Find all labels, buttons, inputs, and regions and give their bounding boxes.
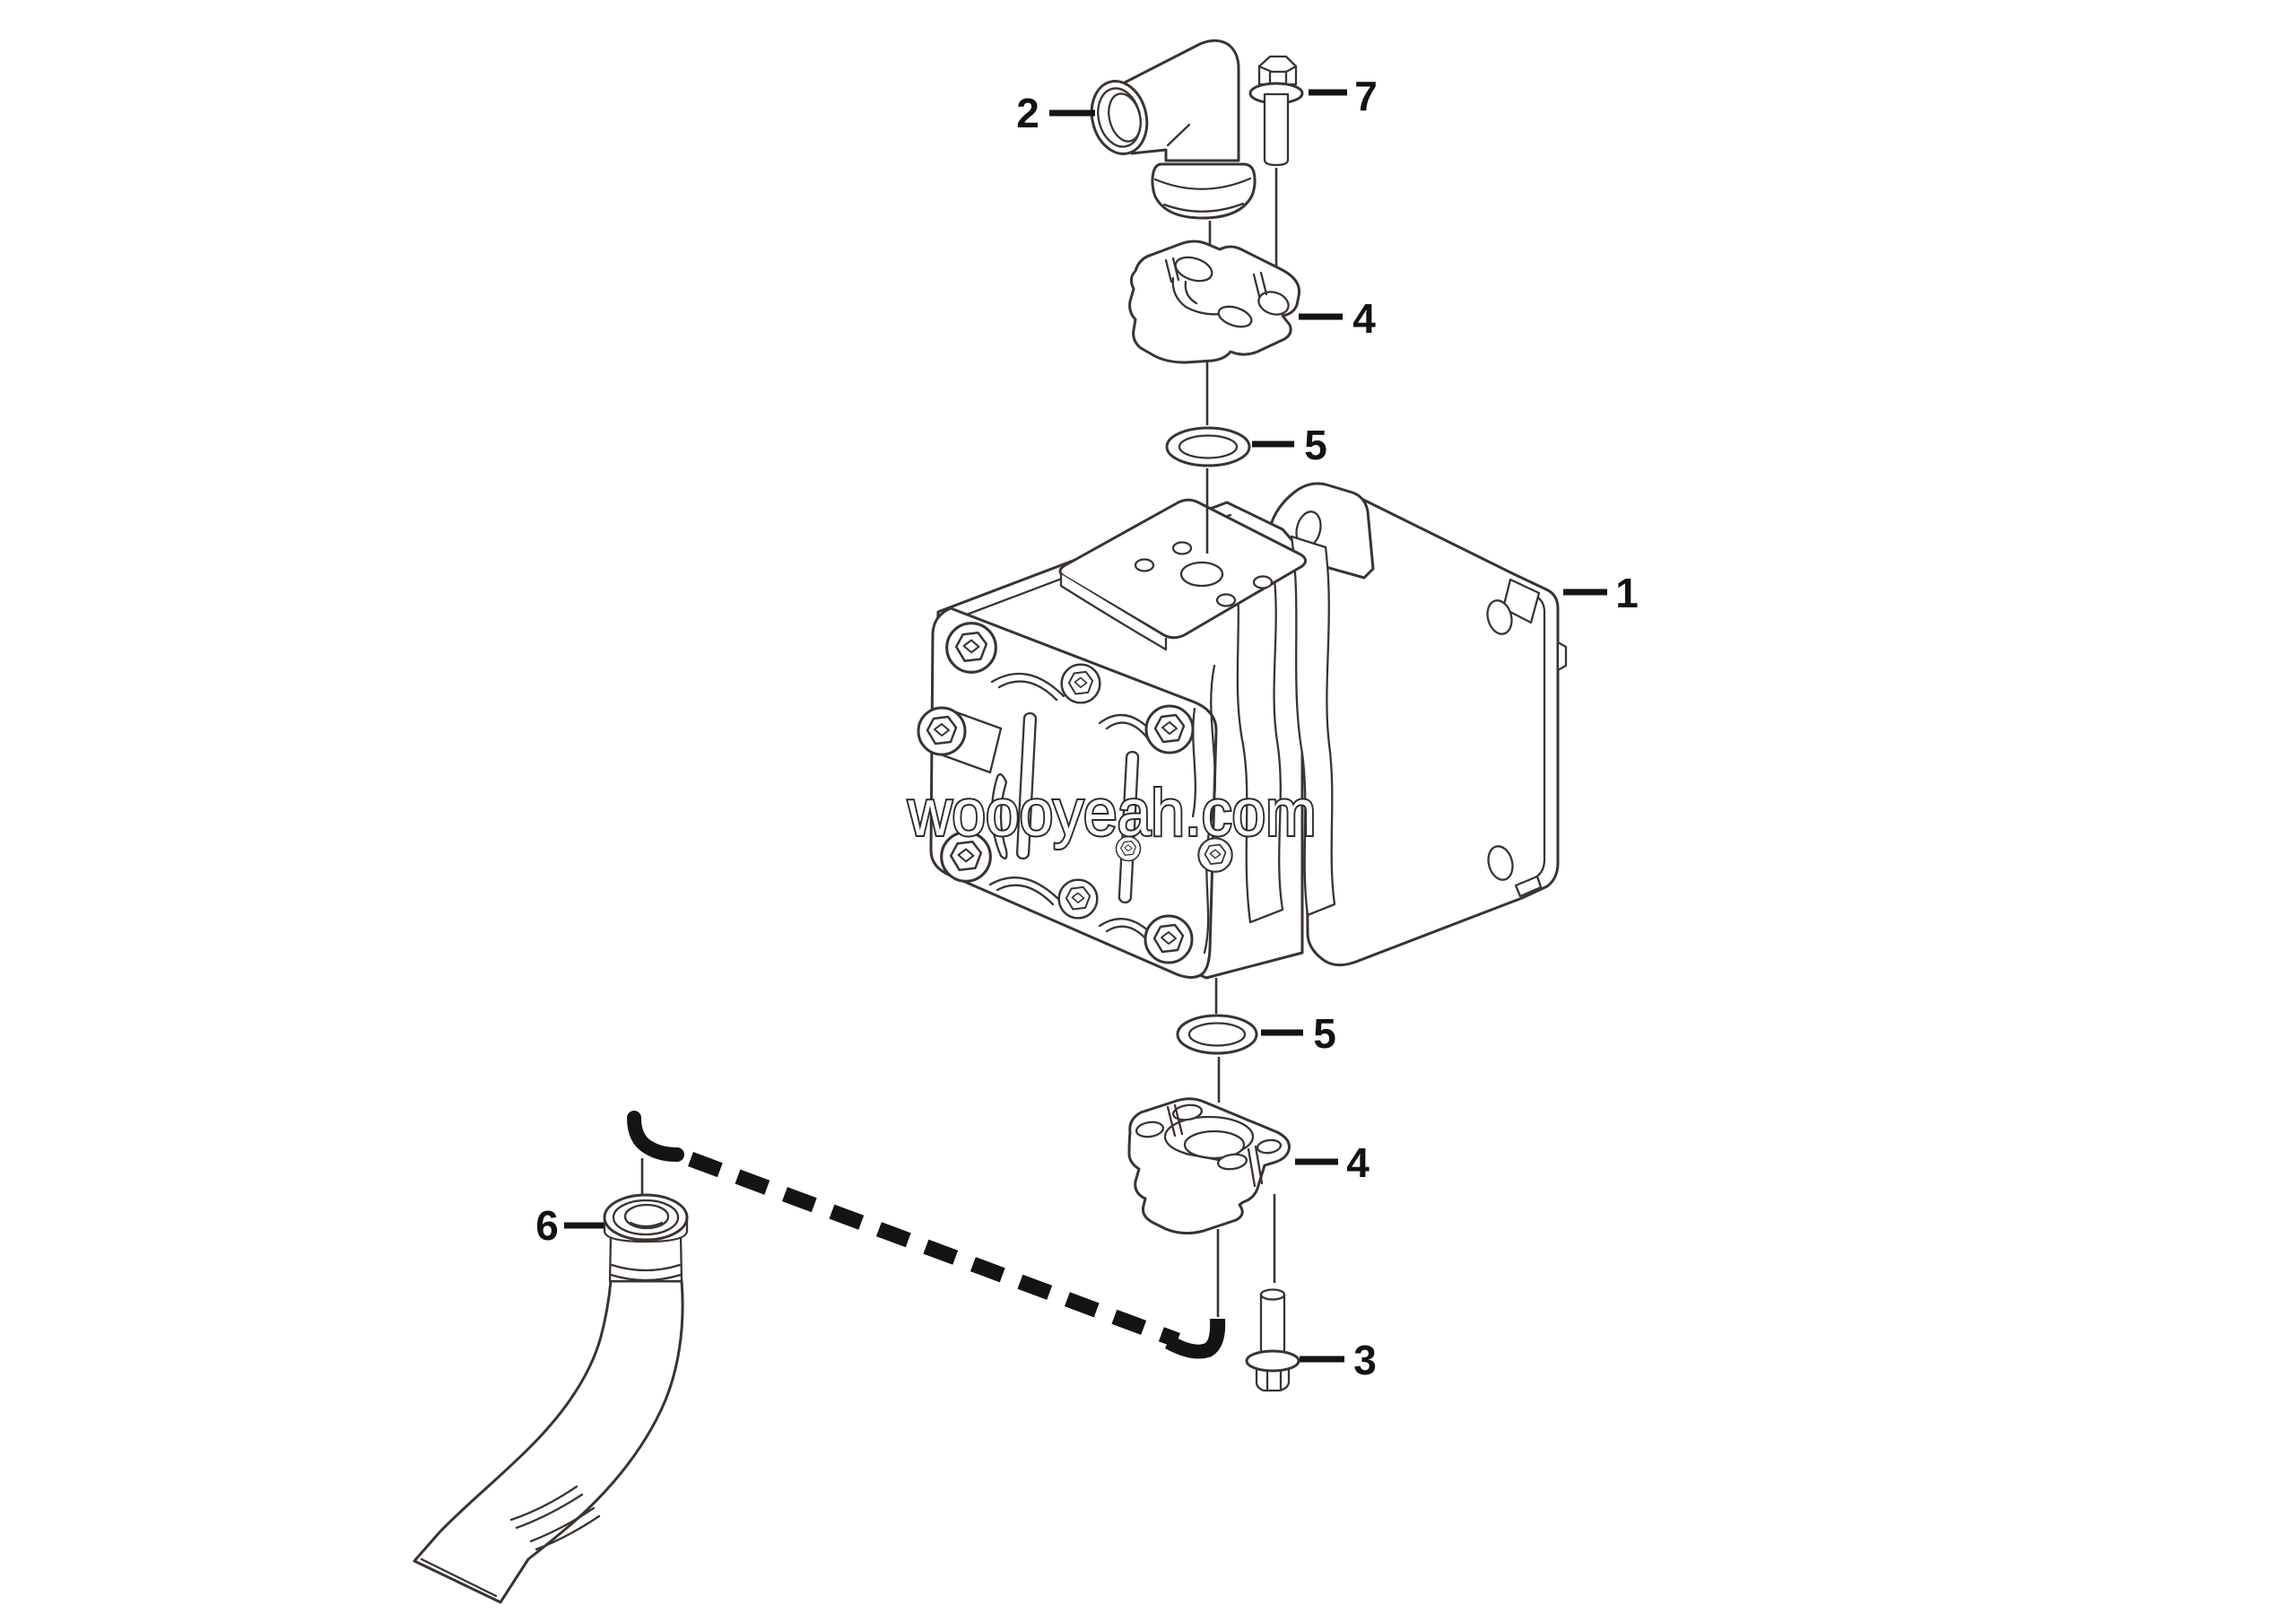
pad-port-hole [1179,561,1224,588]
callout-label-elbow: 2 [1016,90,1039,136]
callout-label-flange-lower: 4 [1346,1139,1370,1186]
socket-screw [945,622,997,674]
part-flange-bolt-upper [1248,55,1304,167]
pump-rib [1290,535,1336,917]
rear-flange-hole-bottom [1487,845,1514,881]
part-split-flange-lower [1127,1097,1291,1235]
pump-front-plate [929,606,1218,979]
socket-screw [1057,878,1099,920]
callout-label-pipe: 6 [535,1202,559,1249]
callout-label-oring-upper: 5 [1304,422,1327,468]
part-flange-bolt-lower [1245,1288,1300,1392]
part-gear-pump [917,482,1568,980]
part-split-flange-upper [1128,240,1301,364]
callout-label-bolt-lower: 3 [1353,1337,1377,1383]
hose-routing-dashed-line [627,1111,1226,1359]
part-o-ring-lower [1176,1014,1258,1055]
socket-screw [1060,663,1101,704]
callout-label-pump: 1 [1615,570,1639,616]
part-o-ring-upper [1165,426,1251,467]
rear-flange-hole-top [1486,599,1513,635]
callout-label-flange-upper: 4 [1352,295,1376,342]
callout-label-bolt-upper: 7 [1354,73,1378,119]
socket-screw [1144,704,1195,754]
pump-rib [1232,547,1284,924]
socket-screw [1144,914,1194,964]
side-plug-screw [917,706,1003,774]
part-suction-pipe [413,1193,689,1604]
part-elbow-connector [1090,39,1257,220]
callout-label-oring-lower: 5 [1313,1010,1336,1057]
watermark-text: woooyeah.com [908,777,1317,850]
callouts: 2 7 1 4 5 5 4 3 6 [535,73,1639,1383]
